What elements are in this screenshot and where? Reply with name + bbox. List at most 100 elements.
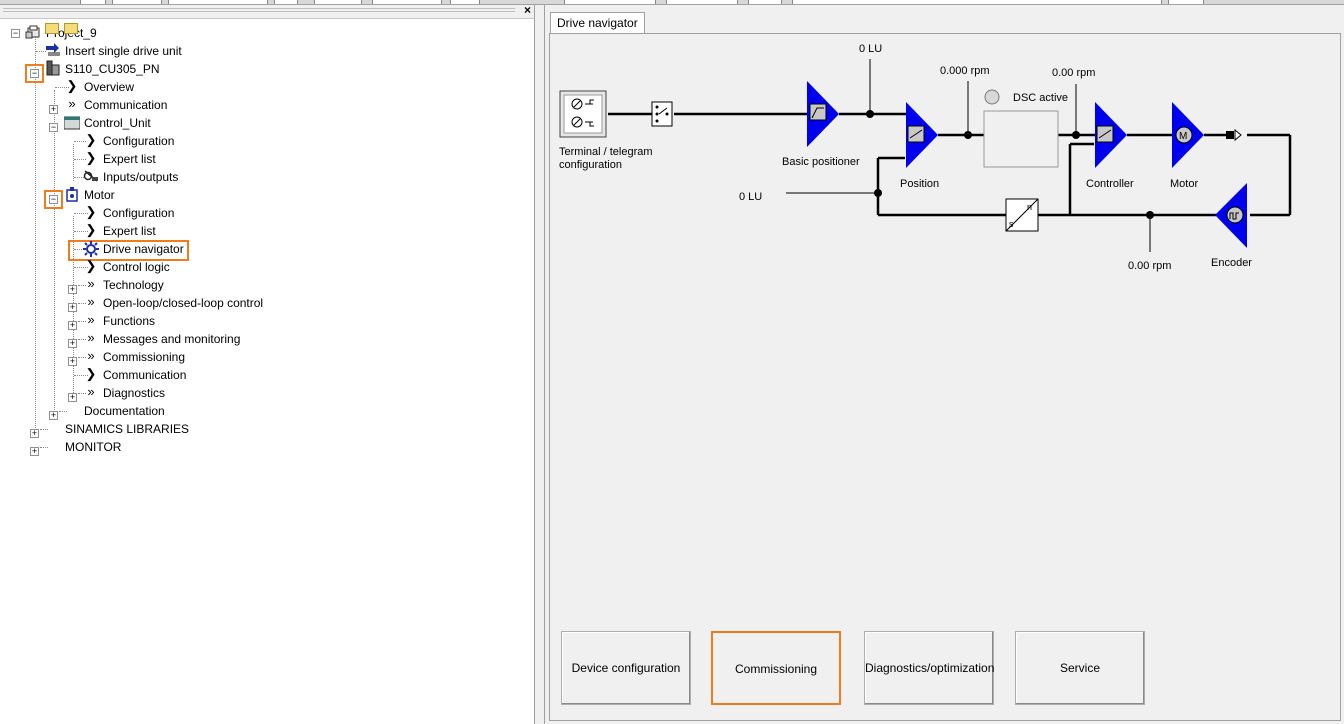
- expand-monitor-toggle[interactable]: +: [30, 446, 39, 456]
- position-controller-block[interactable]: [906, 102, 938, 168]
- encoder-block[interactable]: [1215, 183, 1247, 248]
- basic-positioner-block[interactable]: [807, 81, 839, 147]
- tab-drive-navigator[interactable]: Drive navigator: [550, 12, 645, 33]
- dsc-box: [983, 110, 1059, 168]
- tree-item-technology[interactable]: Technology: [103, 278, 164, 292]
- tree-item-motor[interactable]: Motor: [84, 188, 115, 202]
- chevron-right-icon: ❯: [85, 150, 97, 165]
- dsc-status-led: [984, 89, 1000, 105]
- telegram-switch-icon[interactable]: [651, 101, 673, 127]
- chevron-right-icon: ❯: [85, 204, 97, 219]
- tree-item-motor-configuration[interactable]: Configuration: [103, 206, 175, 220]
- collapse-drive-toggle[interactable]: −: [30, 68, 39, 78]
- tree-item-drive-unit[interactable]: S110_CU305_PN: [65, 62, 160, 76]
- drive-navigator-icon: [83, 241, 99, 257]
- close-panel-icon[interactable]: ×: [523, 3, 531, 17]
- controller-label: Controller: [1086, 178, 1134, 190]
- junction-dots: [866, 110, 1154, 219]
- tree-item-drive-navigator[interactable]: Drive navigator: [103, 242, 184, 256]
- terminal-label-line1: Terminal / telegram: [559, 146, 653, 158]
- drive-navigator-diagram: Terminal / telegram configuration Basic …: [559, 43, 1292, 272]
- commissioning-button[interactable]: Commissioning: [711, 631, 841, 705]
- encoder-label: Encoder: [1211, 257, 1252, 269]
- highlight-box: [25, 64, 44, 83]
- speed-setpoint-value: 0.000 rpm: [940, 65, 990, 77]
- collapse-control-unit-toggle[interactable]: −: [49, 122, 58, 132]
- insert-arrow-icon: [45, 42, 61, 58]
- inputs-outputs-icon: [83, 168, 99, 184]
- tree-item-communication[interactable]: Communication: [84, 98, 168, 112]
- collapse-motor-toggle[interactable]: −: [49, 194, 58, 204]
- thin-wires: [786, 59, 1151, 252]
- service-button[interactable]: Service: [1015, 631, 1145, 705]
- tree-item-functions[interactable]: Functions: [103, 314, 156, 328]
- chevron-right-icon: ❯: [66, 78, 78, 93]
- speed-setpoint-value-2: 0.00 rpm: [1052, 67, 1095, 79]
- tree-item-cu-configuration[interactable]: Configuration: [103, 134, 175, 148]
- project-navigator-panel: × − Project_9: [0, 3, 535, 724]
- top-toolbar-strip: [0, 0, 1344, 5]
- project-icon: [25, 24, 41, 40]
- tree-item-sinamics-libraries[interactable]: SINAMICS LIBRARIES: [65, 422, 190, 436]
- expand-documentation-toggle[interactable]: +: [49, 410, 58, 420]
- drive-navigator-panel: Drive navigator: [544, 5, 1344, 724]
- svg-text:M: M: [1179, 131, 1187, 142]
- drive-unit-icon: [45, 60, 61, 76]
- expand-diagnostics-toggle[interactable]: +: [68, 392, 77, 402]
- motor-block[interactable]: M: [1172, 102, 1204, 168]
- expand-communication-toggle[interactable]: +: [49, 104, 58, 114]
- motor-drive-icon: [64, 186, 80, 202]
- tree-item-messages-monitoring[interactable]: Messages and monitoring: [103, 332, 241, 346]
- expand-commissioning-toggle[interactable]: +: [68, 356, 77, 366]
- tree-item-commissioning[interactable]: Commissioning: [103, 350, 186, 364]
- tree-item-overview[interactable]: Overview: [84, 80, 135, 94]
- double-chevron-icon: »: [87, 348, 95, 363]
- device-configuration-button[interactable]: Device configuration: [561, 631, 691, 705]
- expand-libraries-toggle[interactable]: +: [30, 428, 39, 438]
- converter-n-label: n: [1027, 202, 1032, 212]
- motor-label: Motor: [1170, 178, 1198, 190]
- double-chevron-icon: »: [87, 312, 95, 327]
- highlight-box: [44, 190, 63, 209]
- tree-item-insert-drive-unit[interactable]: Insert single drive unit: [65, 44, 182, 58]
- tree-item-monitor[interactable]: MONITOR: [65, 440, 122, 454]
- collapse-project-toggle[interactable]: −: [11, 28, 20, 38]
- basic-positioner-label: Basic positioner: [782, 156, 860, 168]
- tree-item-motor-communication[interactable]: Communication: [103, 368, 187, 382]
- chevron-right-icon: ❯: [85, 222, 97, 237]
- expand-functions-toggle[interactable]: +: [68, 320, 77, 330]
- folder-icon: [64, 23, 78, 34]
- panel-grip[interactable]: [3, 8, 515, 14]
- expand-messages-toggle[interactable]: +: [68, 338, 77, 348]
- position-label: Position: [900, 178, 939, 190]
- navigator-canvas: Terminal / telegram configuration Basic …: [549, 33, 1341, 721]
- tree-item-motor-expert-list[interactable]: Expert list: [103, 224, 156, 238]
- tree-item-control-unit[interactable]: Control_Unit: [84, 116, 151, 130]
- setpoint-value-top: 0 LU: [859, 43, 882, 55]
- diagnostics-optimization-button[interactable]: Diagnostics/optimization: [864, 631, 994, 705]
- tree-item-diagnostics[interactable]: Diagnostics: [103, 386, 166, 400]
- tree-item-cu-expert-list[interactable]: Expert list: [103, 152, 156, 166]
- speed-controller-block[interactable]: [1095, 102, 1127, 168]
- double-chevron-icon: »: [87, 330, 95, 345]
- panel-title-bar: ×: [0, 3, 534, 19]
- converter-s-label: s: [1009, 219, 1014, 229]
- double-chevron-icon: »: [87, 294, 95, 309]
- chevron-right-icon: ❯: [85, 366, 97, 381]
- tree-item-open-closed-loop-control[interactable]: Open-loop/closed-loop control: [103, 296, 264, 310]
- tree-item-documentation[interactable]: Documentation: [84, 404, 165, 418]
- position-speed-converter[interactable]: s n: [1005, 198, 1039, 232]
- tree-item-inputs-outputs[interactable]: Inputs/outputs: [103, 170, 179, 184]
- expand-technology-toggle[interactable]: +: [68, 284, 77, 294]
- tree-item-control-logic[interactable]: Control logic: [103, 260, 170, 274]
- dsc-active-label: DSC active: [1013, 92, 1068, 104]
- expand-open-closed-loop-toggle[interactable]: +: [68, 302, 77, 312]
- control-unit-icon: [63, 115, 81, 131]
- chevron-right-icon: ❯: [85, 132, 97, 147]
- chevron-right-icon: ❯: [85, 258, 97, 273]
- terminal-block[interactable]: [559, 90, 607, 138]
- project-tree: − Project_9 Insert single drive unit − S…: [0, 19, 534, 719]
- double-chevron-icon: »: [68, 96, 76, 111]
- actual-speed-value: 0.00 rpm: [1128, 260, 1171, 272]
- double-chevron-icon: »: [87, 384, 95, 399]
